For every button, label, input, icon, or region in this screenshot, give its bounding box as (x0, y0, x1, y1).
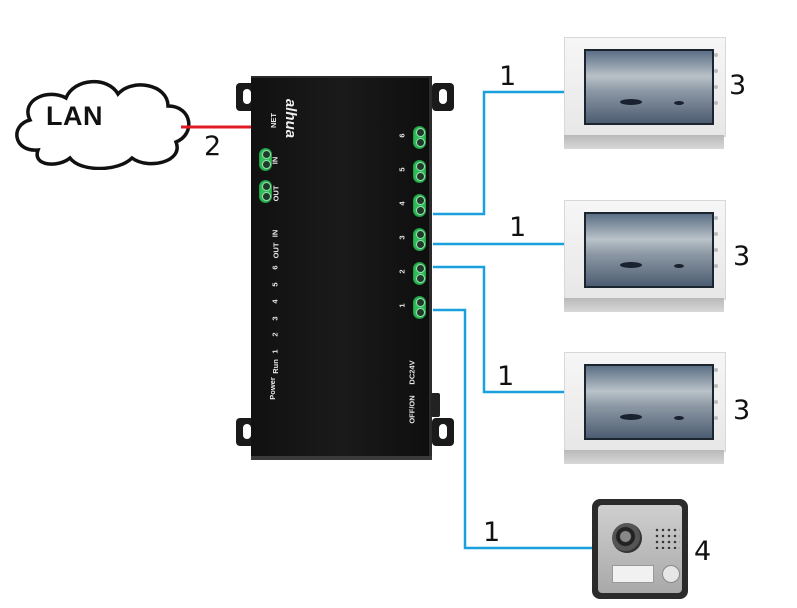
port-net-out (259, 180, 272, 203)
lan-cloud (15, 79, 191, 170)
callout-monitor-1: 3 (729, 70, 747, 101)
callout-monitor-2: 3 (733, 241, 751, 272)
power-rocker-switch[interactable] (431, 393, 440, 417)
mount-tab-bottom-right (432, 418, 454, 446)
monitor-button (714, 416, 718, 420)
port-label-1: 1 (397, 303, 407, 308)
led-label-power: Power (267, 377, 277, 400)
callout-monitor-3: 3 (733, 395, 751, 426)
port-2 (413, 262, 426, 285)
label-out: OUT (271, 185, 281, 202)
callout-door-station: 4 (694, 536, 712, 567)
label-dc24v: DC24V (407, 360, 417, 385)
speaker-grille (654, 527, 680, 549)
callout-cable-monitor-2: 1 (509, 212, 527, 243)
led-label-run: Run (270, 359, 280, 374)
monitor-screen (584, 364, 714, 440)
led-label-6: 6 (270, 265, 280, 270)
port-3 (413, 228, 426, 251)
call-button[interactable] (662, 565, 680, 583)
indoor-monitor-3 (564, 352, 726, 464)
port-4 (413, 194, 426, 217)
label-net: NET (269, 113, 278, 128)
indoor-monitor-1 (564, 37, 726, 149)
callout-cable-door: 1 (483, 517, 501, 548)
door-station-faceplate (598, 505, 682, 593)
lan-label: LAN (46, 101, 103, 131)
monitor-button (714, 248, 718, 252)
label-off-on: OFF/ON (407, 395, 417, 424)
port-5 (413, 160, 426, 183)
led-label-3: 3 (270, 316, 280, 321)
monitor-base (564, 450, 724, 464)
port-label-6: 6 (397, 133, 407, 138)
monitor-button (714, 384, 718, 388)
port-net-in (259, 148, 272, 171)
brand-logo: alhua (282, 98, 300, 139)
monitor-base (564, 298, 724, 312)
port-label-2: 2 (397, 269, 407, 274)
monitor-button (714, 69, 718, 73)
monitor-base (564, 135, 724, 149)
led-label-out: OUT (271, 242, 281, 259)
name-plate (612, 565, 654, 583)
monitor-button (714, 232, 718, 236)
camera-icon (612, 523, 642, 553)
callout-cable-monitor-1: 1 (499, 61, 517, 92)
indoor-monitor-2 (564, 200, 726, 312)
mount-tab-top-right (432, 83, 454, 111)
monitor-screen (584, 212, 714, 288)
led-label-5: 5 (270, 282, 280, 287)
port-6 (413, 126, 426, 149)
callout-cable-monitor-3: 1 (497, 361, 515, 392)
monitor-button (714, 216, 718, 220)
port-label-3: 3 (397, 235, 407, 240)
monitor-button (714, 85, 718, 89)
cable-port4-monitor1 (433, 90, 566, 216)
callout-lan-cable: 2 (204, 131, 222, 162)
outdoor-door-station (592, 499, 688, 599)
monitor-screen (584, 49, 714, 125)
label-in: IN (270, 156, 280, 165)
led-label-4: 4 (270, 299, 280, 304)
port-label-5: 5 (397, 167, 407, 172)
monitor-button (714, 400, 718, 404)
led-label-1: 1 (270, 349, 280, 354)
switch-body (251, 76, 432, 460)
led-label-2: 2 (270, 332, 280, 337)
monitor-button (714, 53, 718, 57)
led-label-in: IN (270, 229, 280, 238)
port-label-4: 4 (397, 201, 407, 206)
port-1 (413, 296, 426, 319)
monitor-button (714, 101, 718, 105)
monitor-button (714, 264, 718, 268)
monitor-button (714, 368, 718, 372)
